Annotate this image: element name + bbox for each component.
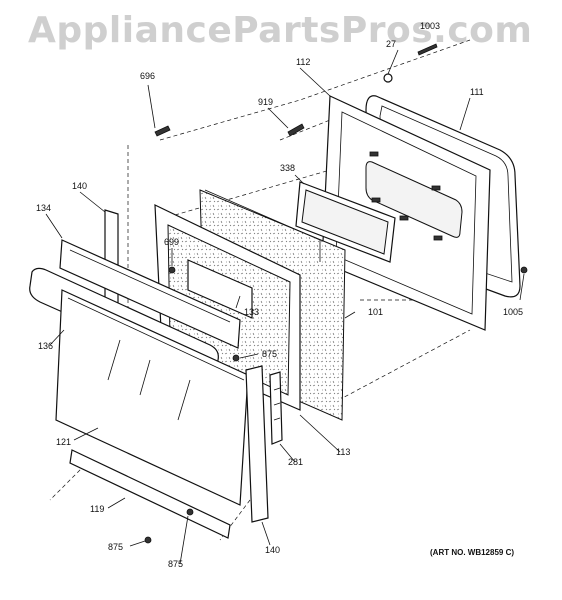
callout-134: 134 <box>36 203 52 213</box>
callout-338: 338 <box>280 163 296 173</box>
callout-133: 133 <box>244 307 260 317</box>
leader-lines <box>45 49 525 565</box>
inner-window-glass-338 <box>295 181 396 263</box>
callout-113: 113 <box>336 447 351 457</box>
outer-door-glass-121 <box>55 289 249 506</box>
side-trim-140-right <box>245 365 269 523</box>
callout-1003: 1003 <box>420 21 441 31</box>
callout-281: 281 <box>288 457 304 467</box>
callout-119: 119 <box>90 504 105 514</box>
callout-140-bottom: 140 <box>265 545 281 555</box>
callout-699: 699 <box>164 237 180 247</box>
callout-27: 27 <box>386 39 397 49</box>
vent-trim-134 <box>59 239 241 349</box>
callout-875-right: 875 <box>262 349 278 359</box>
callout-101: 101 <box>368 307 384 317</box>
callout-121: 121 <box>56 437 72 447</box>
screws <box>144 43 528 544</box>
bottom-trim-119 <box>69 449 231 539</box>
callout-696: 696 <box>140 71 156 81</box>
callout-112: 112 <box>296 57 311 67</box>
callout-919: 919 <box>258 97 274 107</box>
callout-875-left: 875 <box>108 542 124 552</box>
callout-875-bottom: 875 <box>168 559 184 569</box>
callout-1005: 1005 <box>503 307 524 317</box>
callout-111: 111 <box>470 87 484 97</box>
inner-door-liner-112 <box>321 95 491 331</box>
callout-136: 136 <box>38 341 54 351</box>
hinge-281 <box>269 371 283 445</box>
callout-140-top: 140 <box>72 181 88 191</box>
watermark-logo: AppliancePartsPros.com <box>28 10 533 51</box>
art-number: (ART NO. WB12859 C) <box>430 548 515 557</box>
